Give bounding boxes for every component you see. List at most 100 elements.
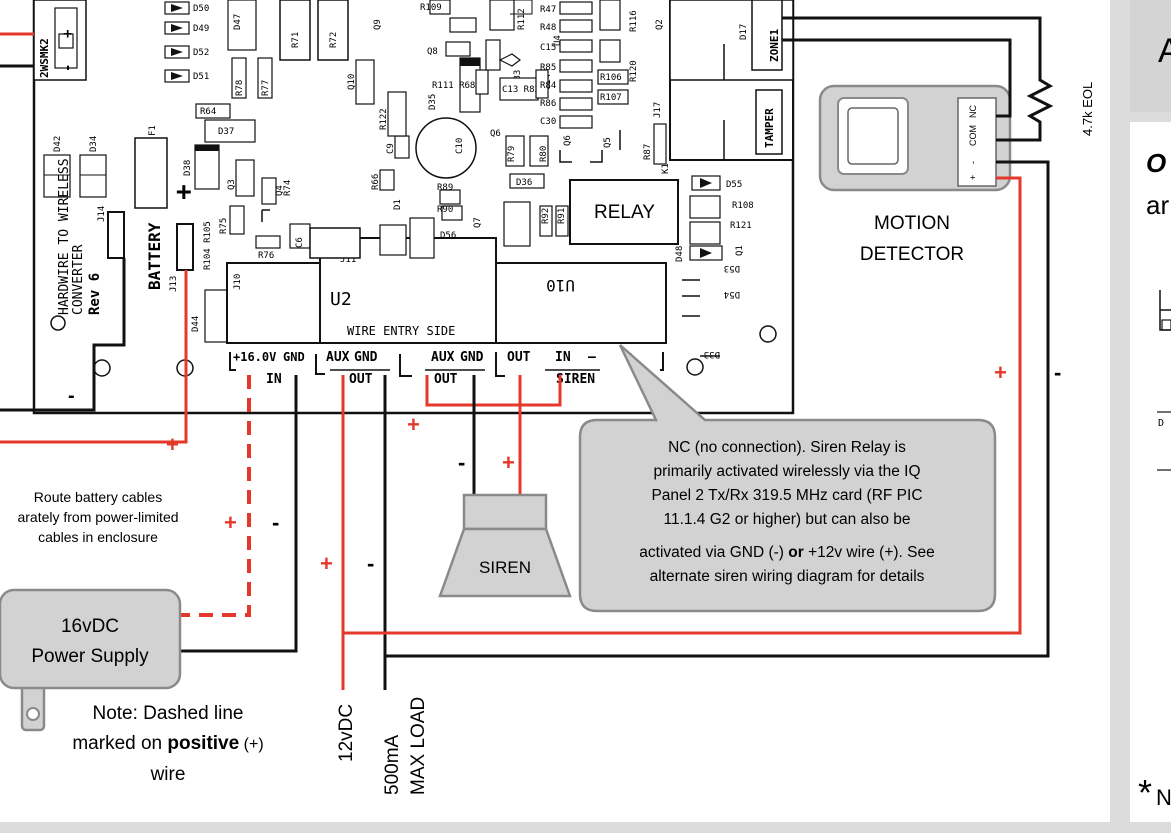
svg-text:R108: R108 xyxy=(732,201,754,211)
svg-text:C15: C15 xyxy=(540,43,556,53)
svg-text:D48: D48 xyxy=(675,246,685,262)
svg-text:C9: C9 xyxy=(386,143,396,154)
zone1-label: ZONE1 xyxy=(768,29,781,62)
svg-text:-: - xyxy=(272,510,279,535)
right-panel-body xyxy=(1130,122,1171,822)
component-r71 xyxy=(279,0,311,61)
svg-text:Q6: Q6 xyxy=(563,135,573,146)
svg-text:R122: R122 xyxy=(379,108,389,130)
u10-label: U10 xyxy=(546,276,575,295)
component-d37 xyxy=(204,119,256,143)
svg-text:R90: R90 xyxy=(437,205,453,215)
svg-text:D56: D56 xyxy=(440,231,456,241)
notes: Route battery cables arately from power-… xyxy=(17,489,429,795)
wire-siren-aux-red xyxy=(425,375,520,407)
battery-label: BATTERY xyxy=(145,222,164,290)
svg-text:Q9: Q9 xyxy=(373,19,383,30)
diode-column-top: D50 D49 D52 D51 xyxy=(164,1,209,83)
converter-label-rev: Rev 6 xyxy=(87,273,103,315)
dashed-note-line-2: marked on positive (+) xyxy=(72,733,263,754)
relay-label: RELAY xyxy=(594,202,655,223)
svg-text:D52: D52 xyxy=(193,48,209,58)
svg-text:R79: R79 xyxy=(507,146,517,162)
siren: SIREN xyxy=(438,493,572,598)
resistor-stack: R47 R48 C15 R85 R84 R86 C30 R116 R120 R1… xyxy=(540,0,671,174)
svg-text:R72: R72 xyxy=(329,32,339,48)
svg-text:-: - xyxy=(68,385,75,407)
md-terminal-minus: - xyxy=(968,161,978,164)
motion-detector-label-2: DETECTOR xyxy=(860,244,964,265)
component-d38 xyxy=(194,144,220,190)
eol-resistor: 4.7k EOL xyxy=(782,16,1095,142)
svg-text:J11: J11 xyxy=(340,255,356,265)
component-d42 xyxy=(43,154,71,198)
svg-text:C30: C30 xyxy=(540,117,556,127)
svg-text:R111 R68: R111 R68 xyxy=(432,81,475,91)
svg-text:Q3: Q3 xyxy=(227,179,237,190)
converter-board: 2WSMK2 + - D50 D49 D52 D51 D47 R71 R72 R… xyxy=(32,0,795,415)
right-panel: A O ar D * N xyxy=(1110,0,1171,833)
svg-text:D36: D36 xyxy=(516,178,532,188)
mount-hole xyxy=(686,358,704,376)
mount-hole xyxy=(50,315,66,331)
svg-text:R120: R120 xyxy=(629,60,639,82)
callout-line-2: primarily activated wirelessly via the I… xyxy=(653,463,920,480)
terminal-housing-in xyxy=(226,262,321,344)
svg-text:K1: K1 xyxy=(661,163,671,174)
wire-md-red xyxy=(343,176,1022,635)
wire-signs: - + + - + - + - + + - xyxy=(68,360,1061,576)
svg-text:R75: R75 xyxy=(219,218,229,234)
wire-md-black xyxy=(385,160,1050,658)
svg-text:D50: D50 xyxy=(193,4,209,14)
svg-text:R66: R66 xyxy=(371,174,381,190)
svg-text:F1: F1 xyxy=(148,125,158,136)
route-battery-note-3: cables in enclosure xyxy=(38,529,158,545)
svg-text:SIREN: SIREN xyxy=(556,372,595,387)
svg-text:C13 R82: C13 R82 xyxy=(502,85,540,95)
capacitor-c10 xyxy=(415,117,477,179)
svg-text:R106: R106 xyxy=(600,73,622,83)
tamper-label: TAMPER xyxy=(763,108,776,148)
svg-text:R78: R78 xyxy=(235,80,245,96)
svg-text:R74: R74 xyxy=(283,180,293,196)
svg-text:R77: R77 xyxy=(261,80,271,96)
svg-text:OUT: OUT xyxy=(434,372,458,387)
eol-label: 4.7k EOL xyxy=(1080,82,1095,136)
motion-detector-terminals xyxy=(957,97,997,187)
component-d47 xyxy=(227,0,257,51)
svg-text:D1: D1 xyxy=(393,199,403,210)
battery-plus-sign: + xyxy=(176,177,192,207)
footnote-star: * xyxy=(1138,772,1152,813)
svg-text:U4: U4 xyxy=(553,35,563,46)
svg-text:D51: D51 xyxy=(193,72,209,82)
svg-text:R80: R80 xyxy=(539,146,549,162)
right-panel-subheading-2: ar xyxy=(1146,190,1169,220)
wsmk-minus: - xyxy=(60,64,76,72)
aux-load-label-2: MAX LOAD xyxy=(408,697,429,795)
svg-text:C6: C6 xyxy=(295,237,305,248)
svg-text:D33: D33 xyxy=(704,349,720,359)
wsmk-label: 2WSMK2 xyxy=(38,38,51,78)
svg-text:+: + xyxy=(224,510,237,535)
header-j14 xyxy=(107,211,125,259)
svg-text:J13: J13 xyxy=(169,276,179,292)
svg-text:R71: R71 xyxy=(291,32,301,48)
svg-text:+: + xyxy=(994,360,1007,385)
right-panel-d-fragment: D xyxy=(1158,418,1164,429)
svg-text:Q6: Q6 xyxy=(490,129,501,139)
svg-text:Q4: Q4 xyxy=(275,185,285,196)
svg-text:D54: D54 xyxy=(724,289,740,299)
wire-battery-black xyxy=(0,258,126,412)
callout-line-4: 11.1.4 G2 or higher) but can also be xyxy=(663,511,910,528)
svg-text:-: - xyxy=(367,551,374,576)
motion-detector: + - COM NC MOTION DETECTOR xyxy=(818,84,1012,265)
svg-text:+: + xyxy=(407,412,420,437)
svg-text:R91: R91 xyxy=(557,208,567,224)
component-d34 xyxy=(79,154,107,198)
svg-text:Q10: Q10 xyxy=(347,74,357,90)
svg-text:R47: R47 xyxy=(540,5,556,15)
svg-text:D53: D53 xyxy=(724,263,740,273)
u2-label: U2 xyxy=(330,289,352,310)
right-panel-heading: A xyxy=(1158,32,1171,70)
